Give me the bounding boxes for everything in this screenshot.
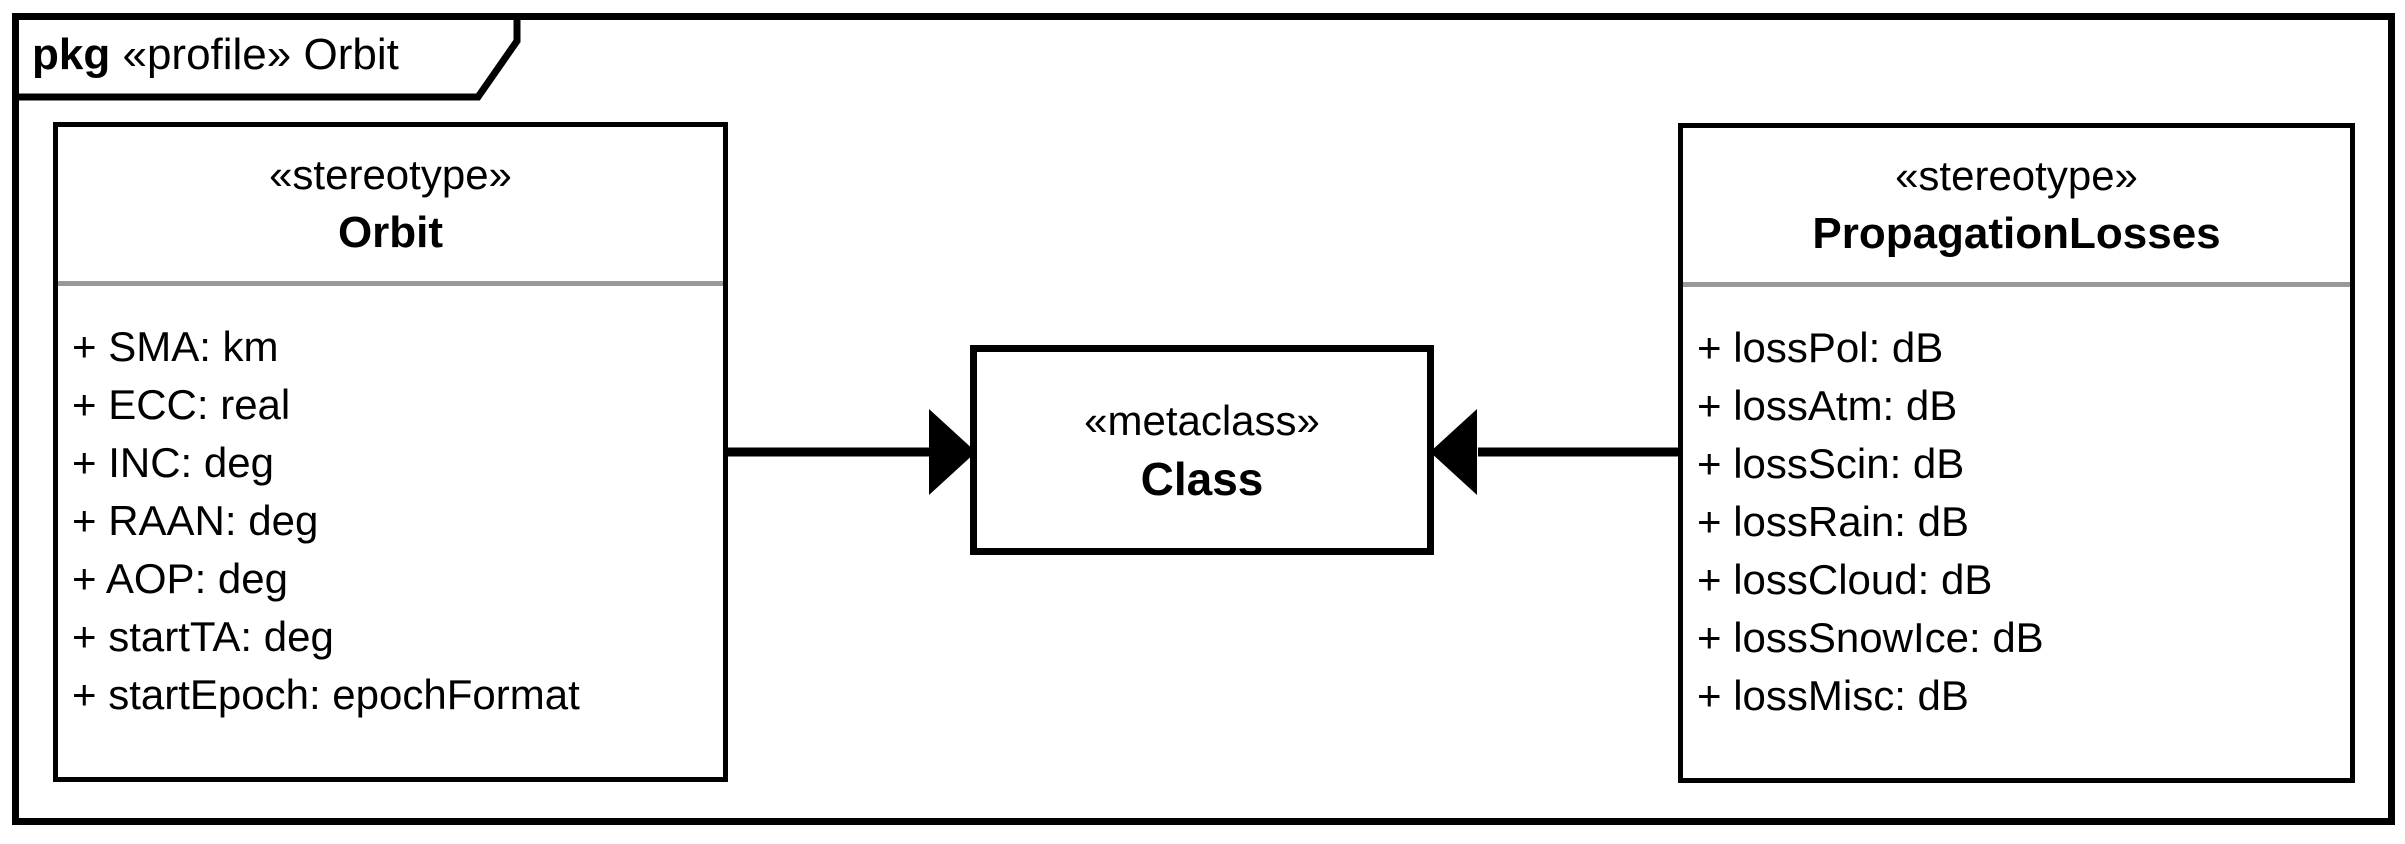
attribute-line: + lossRain: dB [1697,498,1969,545]
class-propagation-losses-attributes: + lossPol: dB + lossAtm: dB + lossScin: dB… [1683,287,2350,725]
package-tab-shape [12,13,521,101]
package-tab-label: pkg «profile» Orbit [32,13,399,97]
attribute-line: + RAAN: deg [72,497,319,544]
attribute-line: + lossSnowIce: dB [1697,614,2044,661]
package-frame [12,13,2395,825]
class-propagation-losses-stereotype: «stereotype» [1895,152,2138,199]
attribute-line: + startTA: deg [72,613,334,660]
attribute-line: + lossScin: dB [1697,440,1965,487]
package-tab [12,13,521,101]
class-orbit-header: «stereotype» Orbit [58,127,723,281]
class-orbit-stereotype: «stereotype» [269,151,512,198]
attribute-line: + startEpoch: epochFormat [72,671,580,718]
attribute-line: + lossMisc: dB [1697,672,1969,719]
metaclass-stereotype: «metaclass» [1084,397,1320,444]
class-metaclass: «metaclass» Class [970,345,1434,555]
attribute-line: + lossCloud: dB [1697,556,1993,603]
attribute-line: + INC: deg [72,439,274,486]
class-propagation-losses-header: «stereotype» PropagationLosses [1683,128,2350,282]
package-name: «profile» Orbit [122,30,399,79]
class-orbit: «stereotype» Orbit + SMA: km+ ECC: real+… [53,122,728,782]
attribute-line: + lossPol: dB [1697,324,1944,371]
class-orbit-attributes: + SMA: km + ECC: real + INC: deg + RAAN: de… [58,286,723,724]
attribute-line: + lossAtm: dB [1697,382,1958,429]
attribute-line: + ECC: real [72,381,291,428]
class-orbit-separator [58,281,723,286]
class-orbit-name: Orbit [337,208,444,257]
attribute-line: + SMA: km [72,323,279,370]
attribute-line: + AOP: deg [72,555,288,602]
package-keyword: pkg [32,30,111,79]
class-propagation-losses-separator [1683,282,2350,287]
metaclass-name: Class [1140,453,1264,505]
class-propagation-losses: «stereotype» PropagationLosses + lossPol… [1678,123,2355,783]
class-propagation-losses-name: PropagationLosses [1812,209,2221,258]
